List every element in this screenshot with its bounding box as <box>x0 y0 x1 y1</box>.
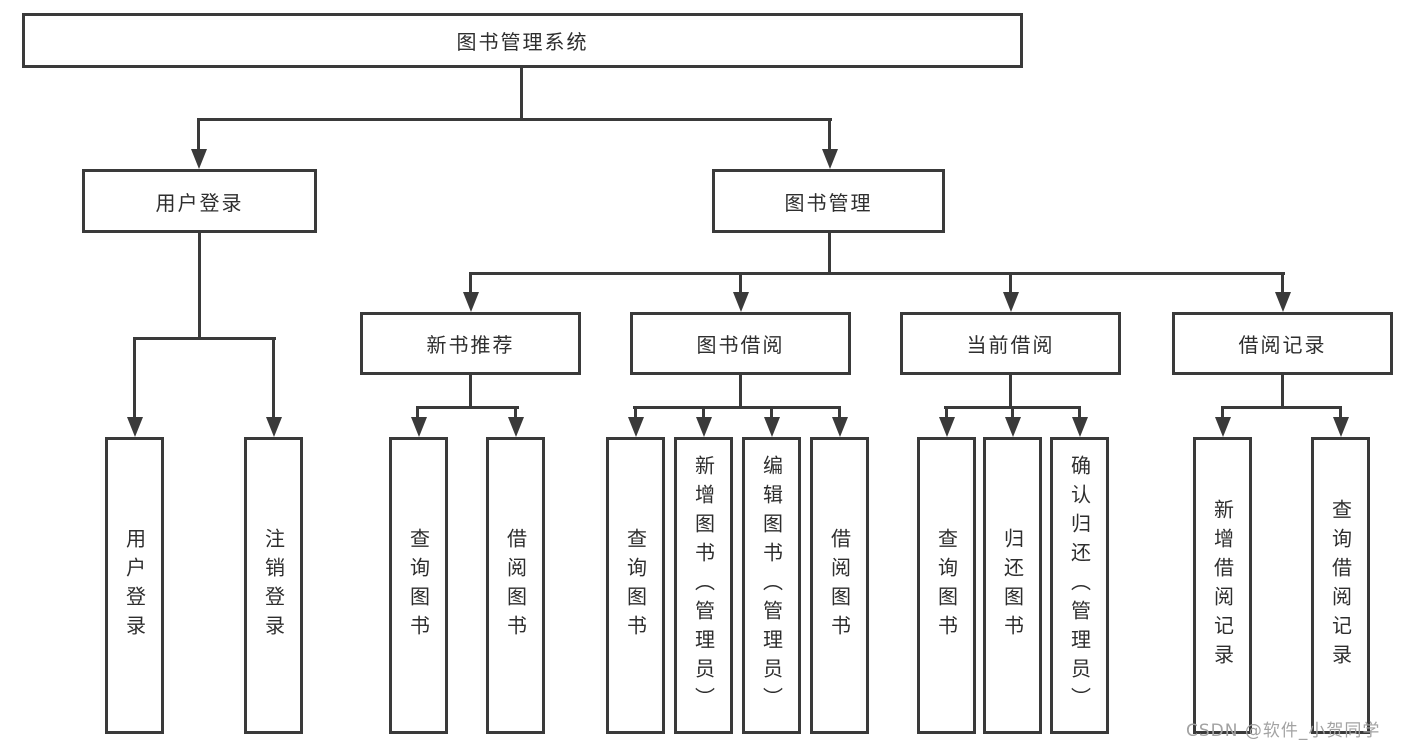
connector-line <box>416 406 519 409</box>
connector-line <box>469 272 1285 275</box>
node-user-login-group: 用户登录 <box>82 169 317 233</box>
arrow-down-icon <box>1214 417 1231 437</box>
connector-line <box>198 233 201 337</box>
node-query-books-borrow: 查询图书 <box>606 437 665 734</box>
arrow-down-icon <box>938 417 955 437</box>
connector-line <box>838 406 841 419</box>
connector-line <box>1221 406 1342 409</box>
connector-line <box>469 375 472 406</box>
arrow-down-icon <box>763 417 780 437</box>
connector-line <box>770 406 773 419</box>
arrow-down-icon <box>126 417 143 437</box>
connector-line <box>1281 375 1284 406</box>
arrow-down-icon <box>265 417 282 437</box>
connector-line <box>828 233 831 272</box>
connector-line <box>1078 406 1081 419</box>
arrow-down-icon <box>190 149 207 169</box>
node-edit-books-admin: 编辑图书（管理员） <box>742 437 801 734</box>
connector-line <box>197 118 832 121</box>
arrow-down-icon <box>1071 417 1088 437</box>
connector-line <box>945 406 948 419</box>
connector-line <box>1011 406 1014 419</box>
connector-line <box>1009 375 1012 406</box>
connector-line <box>514 406 517 419</box>
node-book-management-system: 图书管理系统 <box>22 13 1023 68</box>
connector-line <box>197 118 200 151</box>
connector-line <box>828 118 831 151</box>
node-add-books-admin: 新增图书（管理员） <box>674 437 733 734</box>
node-current-borrowing: 当前借阅 <box>900 312 1121 375</box>
node-book-borrowing: 图书借阅 <box>630 312 851 375</box>
arrow-down-icon <box>627 417 644 437</box>
arrow-down-icon <box>410 417 427 437</box>
arrow-down-icon <box>507 417 524 437</box>
connector-line <box>469 272 472 293</box>
connector-line <box>133 337 136 418</box>
connector-line <box>520 68 523 118</box>
arrow-down-icon <box>462 292 479 312</box>
connector-line <box>1009 272 1012 293</box>
arrow-down-icon <box>821 149 838 169</box>
arrow-down-icon <box>695 417 712 437</box>
connector-line <box>739 272 742 293</box>
node-new-book-recommendation: 新书推荐 <box>360 312 581 375</box>
arrow-down-icon <box>831 417 848 437</box>
arrow-down-icon <box>1002 292 1019 312</box>
csdn-watermark: CSDN @软件_小贺同学 <box>1186 721 1381 741</box>
connector-line <box>633 406 841 409</box>
connector-line <box>702 406 705 419</box>
arrow-down-icon <box>1274 292 1291 312</box>
arrow-down-icon <box>1332 417 1349 437</box>
connector-line <box>133 337 276 340</box>
node-borrow-books-recommend: 借阅图书 <box>486 437 545 734</box>
arrow-down-icon <box>1004 417 1021 437</box>
connector-line <box>416 406 419 419</box>
connector-line <box>634 406 637 419</box>
node-return-books: 归还图书 <box>983 437 1042 734</box>
node-book-management-group: 图书管理 <box>712 169 945 233</box>
node-query-borrow-record: 查询借阅记录 <box>1311 437 1370 734</box>
connector-line <box>1339 406 1342 419</box>
node-query-books-current: 查询图书 <box>917 437 976 734</box>
node-query-books-recommend: 查询图书 <box>389 437 448 734</box>
node-borrow-books: 借阅图书 <box>810 437 869 734</box>
node-add-borrow-record: 新增借阅记录 <box>1193 437 1252 734</box>
node-logout: 注销登录 <box>244 437 303 734</box>
connector-line <box>739 375 742 406</box>
node-user-login-leaf: 用户登录 <box>105 437 164 734</box>
arrow-down-icon <box>732 292 749 312</box>
node-borrowing-records: 借阅记录 <box>1172 312 1393 375</box>
connector-line <box>1221 406 1224 419</box>
connector-line <box>272 337 275 418</box>
connector-line <box>1281 272 1284 293</box>
node-confirm-return-admin: 确认归还（管理员） <box>1050 437 1109 734</box>
